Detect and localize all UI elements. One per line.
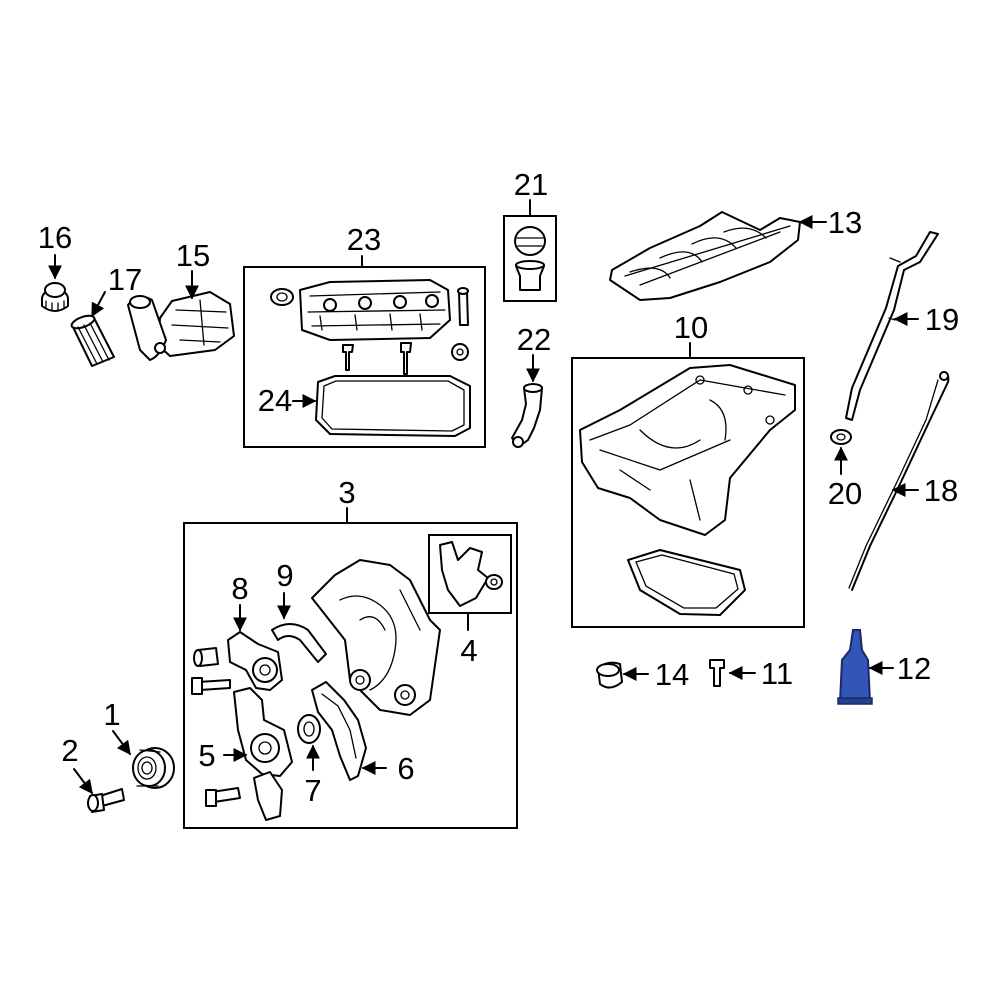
crank-pulley-part[interactable]	[132, 747, 175, 789]
group-box-gasket-4	[428, 534, 512, 614]
callout-6: 6	[397, 751, 414, 786]
callout-4: 4	[460, 633, 477, 668]
oil-fill-cap-part[interactable]	[514, 226, 546, 291]
plug-part[interactable]	[596, 661, 623, 689]
windage-tray-part[interactable]	[609, 211, 801, 301]
callout-17: 17	[108, 262, 142, 297]
oil-filter-cap-part[interactable]	[41, 282, 69, 312]
oil-filter-housing-part[interactable]	[127, 291, 235, 361]
callout-9: 9	[276, 558, 293, 593]
callout-labels: 16 17 15 23 24 21 22 13 10 19 20 18 12 1…	[38, 167, 959, 808]
callout-19: 19	[925, 302, 959, 337]
oil-pan-part[interactable]	[579, 364, 796, 536]
callout-20: 20	[828, 476, 862, 511]
callout-3: 3	[338, 475, 355, 510]
bolt-11-part[interactable]	[709, 659, 725, 687]
leader-lines	[48, 199, 919, 795]
sealant-tube-part[interactable]	[837, 629, 873, 705]
callout-2: 2	[61, 733, 78, 768]
chain-guide-part[interactable]	[271, 623, 327, 663]
callout-22: 22	[517, 322, 551, 357]
callout-13: 13	[828, 205, 862, 240]
valve-cover-gasket-part[interactable]	[315, 375, 471, 437]
callout-1: 1	[103, 697, 120, 732]
timing-cover-gasket-part[interactable]	[439, 541, 503, 607]
water-pump-part[interactable]	[205, 687, 293, 821]
callout-18: 18	[924, 473, 958, 508]
group-box-timing-cover	[183, 522, 518, 829]
group-box-oil-pan	[571, 357, 805, 628]
callout-14: 14	[655, 657, 689, 692]
callout-12: 12	[897, 651, 931, 686]
callout-15: 15	[176, 238, 210, 273]
callout-16: 16	[38, 220, 72, 255]
timing-gasket-6-part[interactable]	[311, 681, 367, 781]
callout-11: 11	[761, 656, 793, 691]
oil-filter-element-part[interactable]	[70, 313, 115, 367]
group-box-valve-cover	[243, 266, 486, 448]
callout-23: 23	[347, 222, 381, 257]
callout-24: 24	[258, 383, 292, 418]
crank-bolt-part[interactable]	[87, 788, 125, 813]
oil-fill-tube-part[interactable]	[511, 383, 543, 448]
callout-8: 8	[231, 571, 248, 606]
callout-10: 10	[674, 310, 708, 345]
front-seal-part[interactable]	[297, 714, 321, 744]
callout-21: 21	[514, 167, 548, 202]
callout-7: 7	[304, 773, 321, 808]
timing-cover-part[interactable]	[311, 559, 441, 716]
callout-5: 5	[198, 738, 215, 773]
oil-pan-gasket[interactable]	[627, 549, 746, 616]
valve-cover-part[interactable]	[270, 279, 469, 375]
oil-pump-part[interactable]	[191, 631, 283, 695]
washer-part[interactable]	[830, 429, 852, 445]
